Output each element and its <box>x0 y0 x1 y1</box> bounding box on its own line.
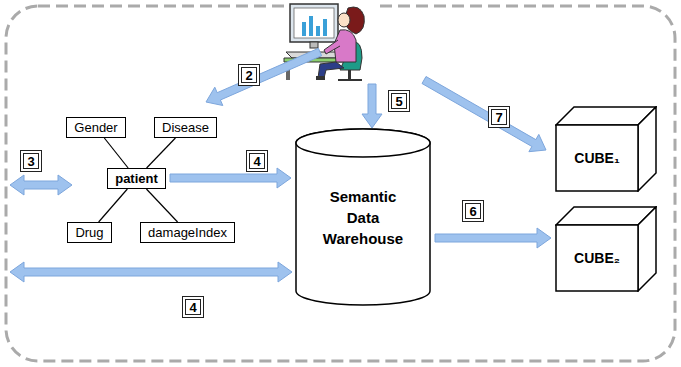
flow-arrow <box>10 175 72 195</box>
schema-link <box>99 189 128 222</box>
dimension-box: Drug <box>67 222 112 243</box>
dimension-box: damageIndex <box>140 222 235 243</box>
cube-box: CUBE₁ <box>555 106 657 192</box>
node-label: CUBE₂ <box>574 250 620 266</box>
callout-number: 7 <box>488 106 510 128</box>
flow-arrow <box>10 262 292 282</box>
dimension-box: Gender <box>66 117 126 138</box>
schema-link <box>146 189 177 222</box>
callout-number: 5 <box>388 90 410 112</box>
callout-number: 4 <box>182 296 204 318</box>
node-label: Disease <box>162 120 209 135</box>
callout-number: 3 <box>20 150 42 172</box>
node-label: Drug <box>75 225 103 240</box>
callout-number: 4 <box>246 150 268 172</box>
node-label: Semantic Data Warehouse <box>317 186 409 249</box>
schema-link <box>104 138 128 168</box>
cube-box: CUBE₂ <box>555 206 657 292</box>
flow-arrow <box>206 48 322 105</box>
flow-arrow <box>435 228 551 248</box>
callout-number: 6 <box>462 200 484 222</box>
dimension-box: Disease <box>154 117 217 138</box>
user-illustration <box>284 0 380 84</box>
flow-arrow <box>170 168 291 188</box>
dashed-frame <box>6 6 675 361</box>
cube-outline <box>555 106 657 192</box>
cube-outline <box>555 206 657 292</box>
schema-link <box>147 138 176 168</box>
flow-arrow <box>422 77 546 152</box>
node-label: Gender <box>74 120 117 135</box>
node-label: CUBE₁ <box>574 150 619 166</box>
node-label: patient <box>115 171 158 186</box>
callout-number: 2 <box>238 64 260 86</box>
flow-arrow <box>362 84 382 128</box>
fact-box: patient <box>107 168 166 189</box>
warehouse-cylinder: Semantic Data Warehouse <box>295 128 431 306</box>
node-label: damageIndex <box>148 225 227 240</box>
